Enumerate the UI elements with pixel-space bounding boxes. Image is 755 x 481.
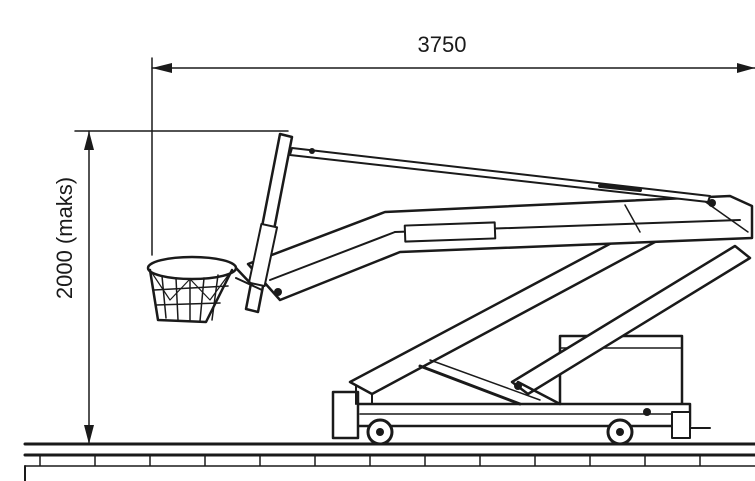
height-label: 2000 (maks) [52, 177, 77, 299]
arrow-up-icon [84, 131, 94, 150]
diagonal-support [348, 194, 752, 406]
backboard [235, 132, 294, 314]
arrow-right-icon [737, 63, 755, 73]
hoop-net-icon [146, 255, 254, 324]
floor [23, 442, 755, 481]
wheel-rear-icon [606, 418, 634, 446]
arrow-down-icon [84, 425, 94, 444]
arrow-left-icon [152, 63, 172, 73]
tie-rod [289, 147, 711, 203]
wheel-front-icon [366, 418, 394, 446]
width-label: 3750 [418, 32, 467, 57]
height-dimension: 2000 (maks) [52, 130, 289, 445]
boom-arm [246, 194, 754, 302]
width-dimension: 3750 [151, 32, 755, 256]
base-chassis [331, 334, 711, 440]
base-pin-icon [643, 408, 651, 416]
